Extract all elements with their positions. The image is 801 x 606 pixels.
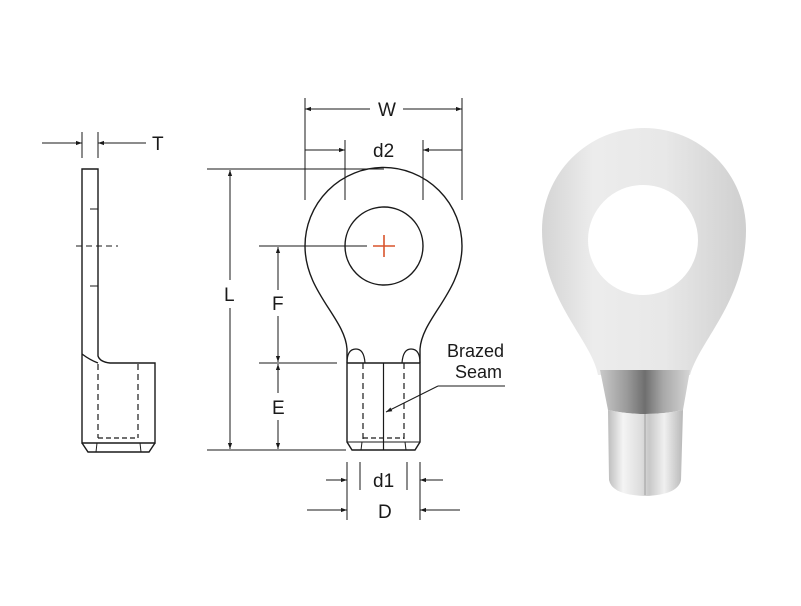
front-view bbox=[207, 98, 505, 520]
dim-label-f: F bbox=[272, 294, 284, 315]
dim-label-d2: d2 bbox=[373, 141, 394, 162]
dim-label-d1: d1 bbox=[373, 471, 394, 492]
dim-label-l: L bbox=[224, 285, 235, 306]
product-photo bbox=[542, 128, 746, 496]
callout-seam: Seam bbox=[455, 362, 502, 382]
dim-label-w: W bbox=[378, 100, 396, 121]
side-view bbox=[42, 132, 156, 453]
dim-label-t: T bbox=[152, 134, 164, 155]
center-mark-icon bbox=[373, 235, 395, 257]
dim-label-e: E bbox=[272, 398, 285, 419]
callout-brazed: Brazed bbox=[447, 341, 504, 361]
dim-label-d: D bbox=[378, 502, 392, 523]
